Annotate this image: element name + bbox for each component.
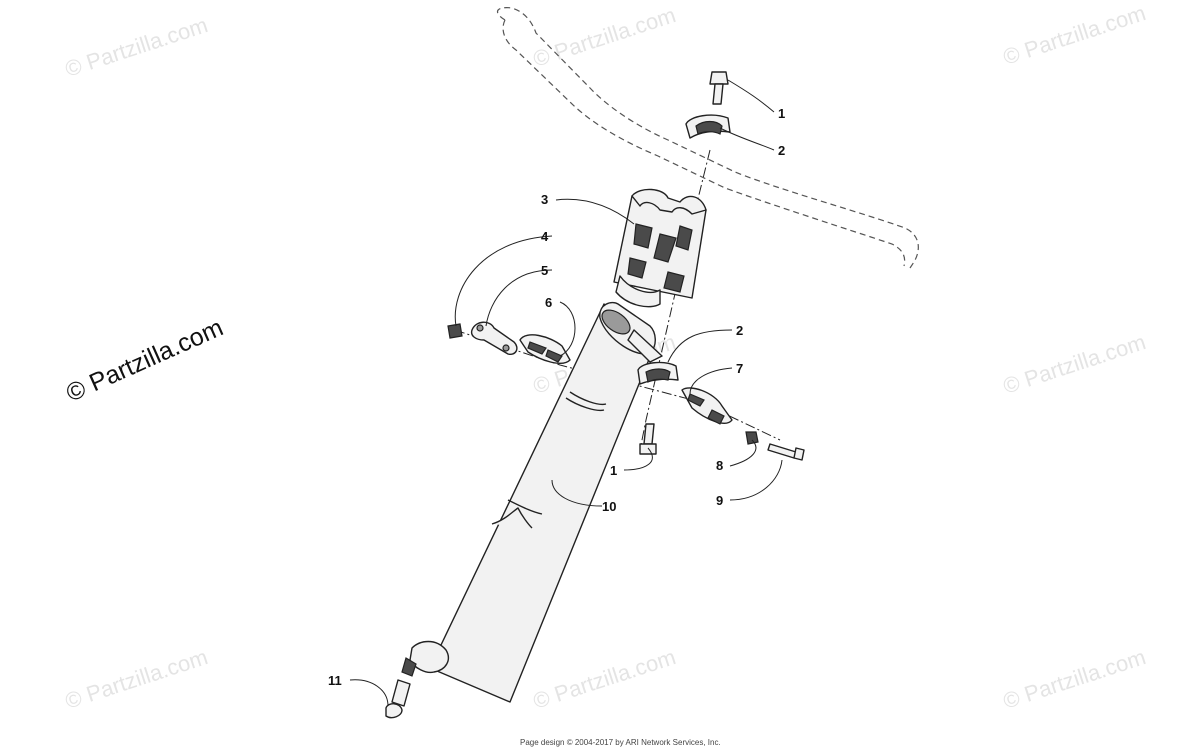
callout-2-top: 2 bbox=[778, 143, 785, 158]
mount-bracket-right bbox=[681, 387, 733, 425]
bolt-top bbox=[709, 71, 729, 105]
callout-1-low: 1 bbox=[610, 463, 617, 478]
callout-5: 5 bbox=[541, 263, 548, 278]
nut-right bbox=[745, 431, 759, 445]
callout-9: 9 bbox=[716, 493, 723, 508]
tower-bracket bbox=[613, 188, 707, 308]
steering-post bbox=[385, 301, 663, 719]
nut bbox=[447, 323, 463, 339]
mount-bracket-left bbox=[519, 334, 571, 364]
callout-1-top: 1 bbox=[778, 106, 785, 121]
leader-lines bbox=[349, 79, 783, 707]
footer-copyright: Page design © 2004-2017 by ARI Network S… bbox=[520, 738, 721, 747]
bolt-right bbox=[767, 443, 805, 461]
callout-4: 4 bbox=[541, 229, 549, 244]
callout-7: 7 bbox=[736, 361, 743, 376]
link-arm bbox=[470, 321, 518, 356]
clamp-top bbox=[685, 114, 731, 139]
handlebar-phantom bbox=[496, 7, 919, 269]
callouts: 1 2 3 4 5 6 2 7 1 8 9 10 11 bbox=[328, 106, 785, 688]
clamp-mid bbox=[637, 361, 679, 385]
callout-2-mid: 2 bbox=[736, 323, 743, 338]
callout-8: 8 bbox=[716, 458, 723, 473]
callout-10: 10 bbox=[602, 499, 616, 514]
callout-6: 6 bbox=[545, 295, 552, 310]
callout-11: 11 bbox=[328, 673, 342, 688]
bolt-low bbox=[639, 423, 657, 455]
callout-3: 3 bbox=[541, 192, 548, 207]
